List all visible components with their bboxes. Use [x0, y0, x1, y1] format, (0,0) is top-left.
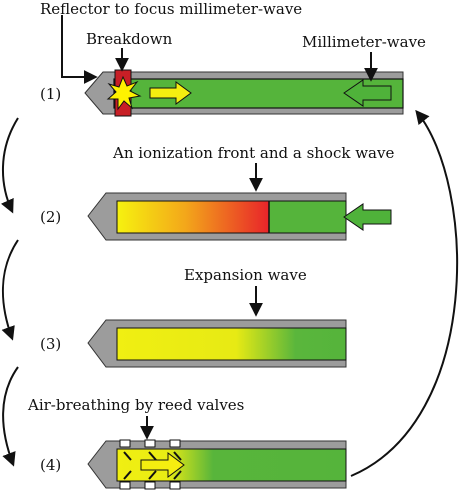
expansion-gas [116, 327, 347, 361]
millimeter-wave-label: Millimeter-wave [302, 33, 426, 51]
cycle-arrow-1-2 [0, 117, 19, 214]
stage-4-label: (4) [40, 456, 61, 474]
annotation-arrows [0, 15, 459, 477]
hot-gas-region [116, 200, 270, 234]
reed-valve-slot [144, 481, 156, 490]
cycle-return-arrow [350, 109, 459, 477]
reed-valve-flap [148, 451, 157, 461]
breakdown-label: Breakdown [86, 30, 173, 48]
ionization-front-label: An ionization front and a shock wave [112, 144, 394, 162]
reed-valve-flap [123, 451, 132, 461]
stage-3 [87, 319, 347, 368]
stage-1 [84, 69, 404, 117]
breakdown-flash [106, 75, 142, 111]
reed-valve-slot [119, 481, 131, 490]
reed-valve-slot [169, 439, 181, 448]
air-intake-arrow [140, 452, 185, 478]
reed-valve-flap [173, 470, 182, 480]
expansion-wave-label: Expansion wave [184, 266, 307, 284]
reflector-label: Reflector to focus millimeter-wave [40, 0, 302, 18]
reed-valve-slot [169, 481, 181, 490]
stage-3-label: (3) [40, 335, 61, 353]
stage-2-label: (2) [40, 208, 61, 226]
cycle-arrow-3-4 [2, 366, 19, 467]
reed-valve-flap [148, 470, 157, 480]
reflector-pointer [61, 15, 98, 84]
reed-valve-flap [173, 451, 182, 461]
reed-valve-flap [123, 470, 132, 480]
mmw-arrow-1 [343, 79, 392, 107]
tube-2-gas [268, 200, 347, 234]
air-breathing-label: Air-breathing by reed valves [27, 396, 244, 414]
propagation-arrow-1 [149, 81, 192, 105]
mmw-arrow-2 [343, 203, 392, 231]
stage-1-label: (1) [40, 85, 61, 103]
cycle-arrow-2-3 [1, 239, 19, 341]
stage-4 [87, 439, 347, 490]
reed-valve-slot [144, 439, 156, 448]
stage-2 [87, 192, 392, 241]
reed-valve-slot [119, 439, 131, 448]
